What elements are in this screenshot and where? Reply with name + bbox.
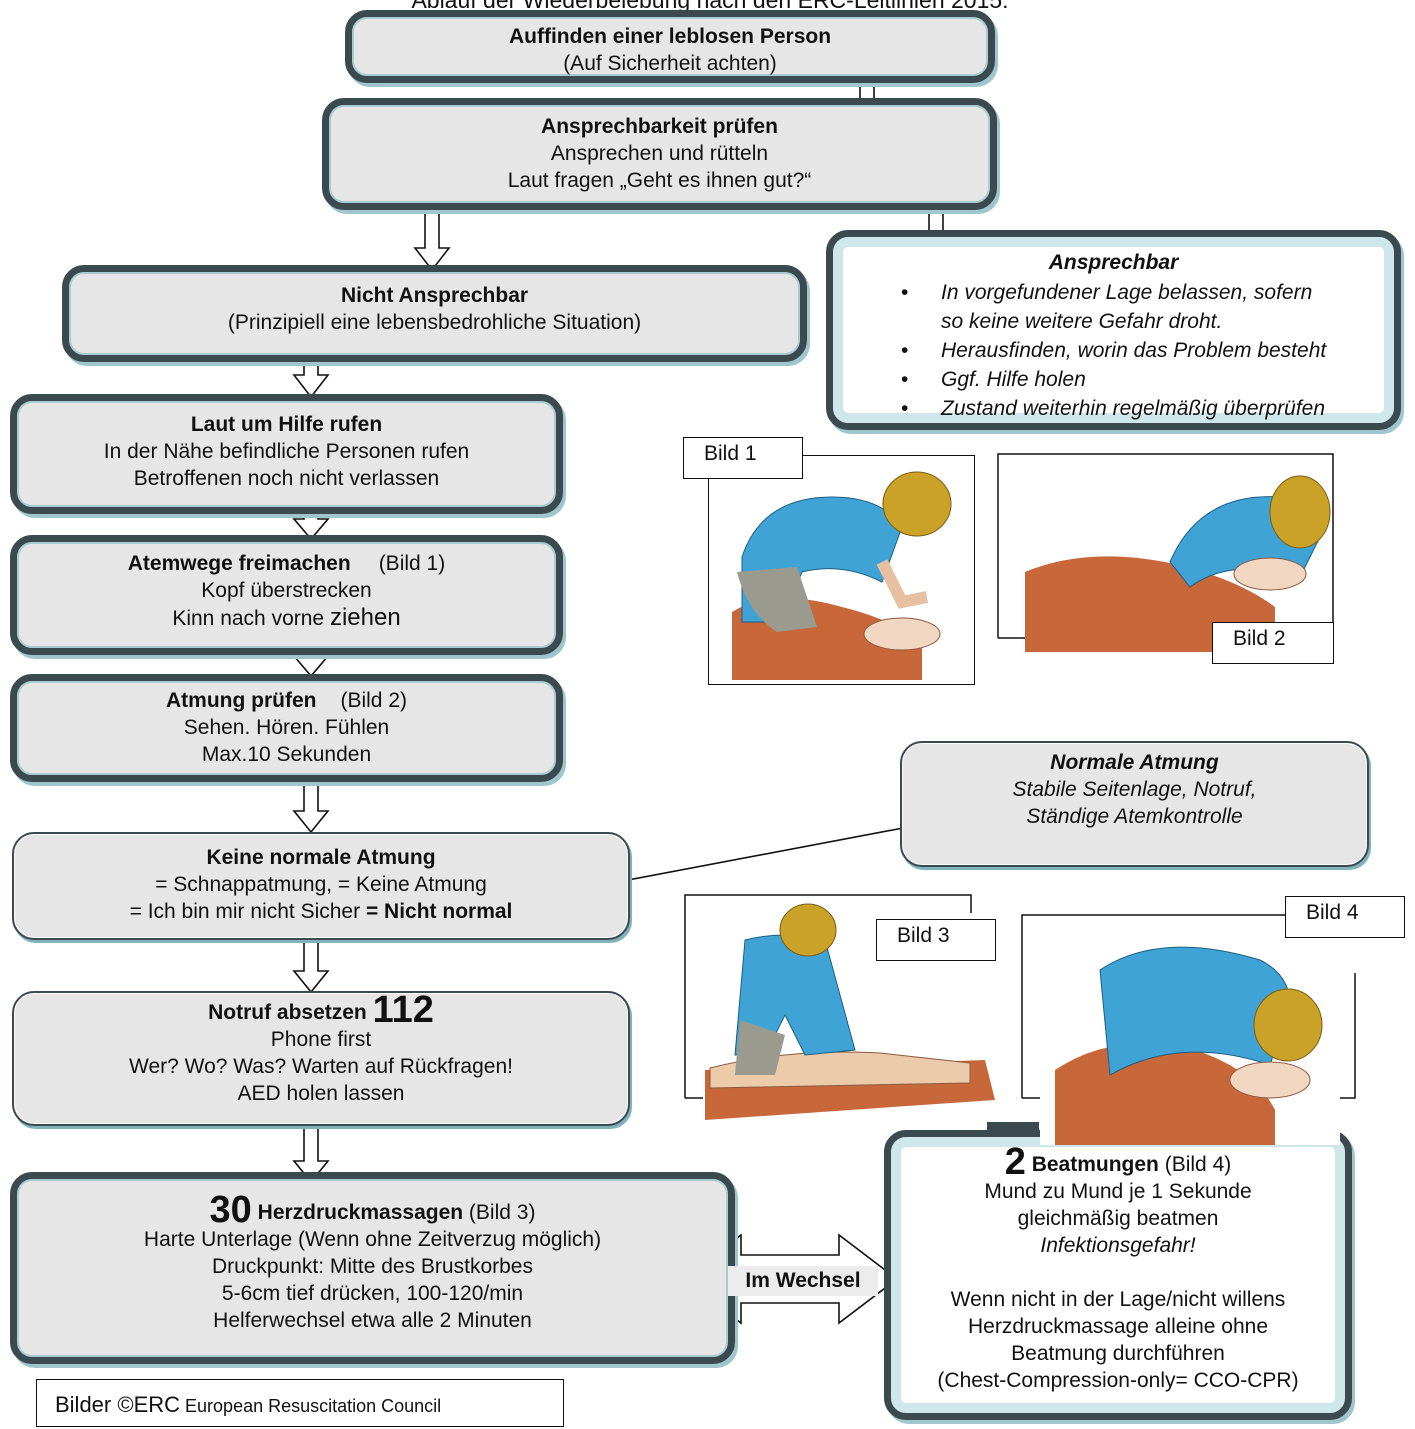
image-frame-bild4 [1021,914,1356,1099]
step-text: (Chest-Compression-only= CCO-CPR) [937,1369,1299,1392]
step-notruf: Notruf absetzen 112 Phone first Wer? Wo?… [12,991,630,1126]
step-text: Beatmung durchführen [1011,1342,1225,1365]
step-title: Atmung prüfen [165,689,317,712]
step-text: Wer? Wo? Was? Warten auf Rückfragen! [129,1055,513,1078]
arrow-down-icon [292,937,330,994]
step-keine-atmung: Keine normale Atmung = Schnappatmung, = … [12,832,630,940]
step-hilfe-rufen: Laut um Hilfe rufen In der Nähe befindli… [10,394,563,514]
step-normale-atmung: Normale Atmung Stabile Seitenlage, Notru… [900,741,1369,867]
image-credit: Bilder ©ERC European Resuscitation Counc… [36,1379,564,1427]
step-text: ziehen [329,604,401,631]
arrow-down-icon [292,777,330,834]
image-frame-bild2 [997,453,1334,660]
step-title: Ansprechbarkeit prüfen [541,115,778,138]
illustration-bild4 [1040,930,1340,1145]
emergency-number: 112 [372,989,434,1031]
step-beatmungen: 2 Beatmungen (Bild 4) Mund zu Mund je 1 … [884,1130,1352,1420]
warning-text: Infektionsgefahr! [1040,1234,1196,1257]
step-text: Kinn nach vorne [172,607,330,630]
alternation-label: Im Wechsel [728,1266,878,1296]
step-text: Ständige Atemkontrolle [1026,805,1243,828]
step-text: (Prinzipiell eine lebensbedrohliche Situ… [227,311,642,334]
step-ansprechbar: Ansprechbar In vorgefundener Lage belass… [826,230,1401,430]
image-ref: (Bild 3) [463,1201,536,1224]
step-text: AED holen lassen [237,1082,405,1105]
step-text: 5-6cm tief drücken, 100-120/min [221,1282,524,1305]
step-text-bold: = Nicht normal [365,900,513,923]
image-ref: (Bild 1) [378,552,446,575]
bullet-item: Herausfinden, worin das Problem besteht [833,336,1394,365]
image-label-bild2: Bild 2 [1212,622,1334,664]
step-title: Auffinden einer leblosen Person [508,25,832,48]
bullet-list: In vorgefundener Lage belassen, sofern s… [833,278,1394,423]
step-atemwege: Atemwege freimachen (Bild 1) Kopf überstr… [10,535,563,655]
step-text: In der Nähe befindliche Personen rufen [103,440,470,463]
step-nicht-ansprechbar: Nicht Ansprechbar (Prinzipiell eine lebe… [62,265,807,362]
ventilation-count: 2 [1004,1141,1026,1183]
image-label-bild3: Bild 3 [876,919,996,961]
bullet-item: Ggf. Hilfe holen [833,365,1394,394]
step-text: Herzdruckmassage alleine ohne [968,1315,1268,1338]
step-herzdruckmassage: 30 Herzdruckmassagen (Bild 3) Harte Unte… [10,1172,735,1364]
connector-line [627,827,904,881]
step-text: Mund zu Mund je 1 Sekunde [984,1180,1252,1203]
step-text: Ansprechen und rütteln [550,142,769,165]
arrow-down-icon [292,1122,330,1184]
step-text: = Ich bin mir nicht Sicher [129,900,366,923]
step-text: (Auf Sicherheit achten) [563,52,777,75]
step-text: Helferwechsel etwa alle 2 Minuten [213,1309,532,1332]
page-title: Ablauf der Wiederbelebung nach den ERC-L… [411,0,1009,13]
step-text: Stabile Seitenlage, Notruf, [1012,778,1257,801]
compression-count: 30 [209,1189,252,1231]
step-title: Atemwege freimachen [127,552,351,575]
step-ansprechbarkeit: Ansprechbarkeit prüfen Ansprechen und rü… [322,98,997,210]
image-frame-bild1 [708,455,975,685]
credit-text: European Resuscitation Council [180,1396,442,1416]
bullet-item-continuation: so keine weitere Gefahr droht. [941,310,1223,333]
step-text: Phone first [270,1028,372,1051]
image-ref: (Bild 4) [1158,1153,1232,1176]
step-title: Notruf absetzen [208,1001,373,1024]
step-text: = Schnappatmung, = Keine Atmung [155,873,487,896]
step-title: Nicht Ansprechbar [340,284,529,307]
step-text: Max.10 Sekunden [201,743,372,766]
image-label-bild1: Bild 1 [683,437,803,479]
step-text: Harte Unterlage (Wenn ohne Zeitverzug mö… [143,1228,602,1251]
step-auffinden: Auffinden einer leblosen Person (Auf Sic… [345,10,995,83]
step-text: Betroffenen noch nicht verlassen [133,467,440,490]
step-title: Ansprechbar [1048,251,1179,274]
step-atmung-pruefen: Atmung prüfen (Bild 2) Sehen. Hören. Fühl… [10,674,563,782]
step-title: Keine normale Atmung [206,846,436,869]
step-title: Laut um Hilfe rufen [190,413,383,436]
step-title: Beatmungen [1025,1153,1159,1176]
image-frame-bild3 [684,894,972,1099]
step-text: Druckpunkt: Mitte des Brustkorbes [212,1255,533,1278]
bullet-item: Zustand weiterhin regelmäßig überprüfen [833,394,1394,423]
step-title: Herzdruckmassagen [251,1201,464,1224]
step-text: Wenn nicht in der Lage/nicht willens [950,1288,1286,1311]
step-text: Sehen. Hören. Fühlen [183,716,390,739]
illustration-bild3 [705,903,995,1120]
tab-connector [987,1122,1039,1132]
image-label-bild4: Bild 4 [1285,896,1405,938]
step-text: Laut fragen „Geht es ihnen gut?“ [507,169,812,192]
step-text: gleichmäßig beatmen [1017,1207,1219,1230]
credit-symbol: Bilder ©ERC [55,1392,181,1417]
step-text: Kopf überstrecken [201,579,372,602]
step-title: Normale Atmung [1050,751,1219,774]
image-ref: (Bild 2) [340,689,407,712]
illustration-bild1 [732,471,952,680]
bullet-item: In vorgefundener Lage belassen, sofern [833,278,1394,307]
